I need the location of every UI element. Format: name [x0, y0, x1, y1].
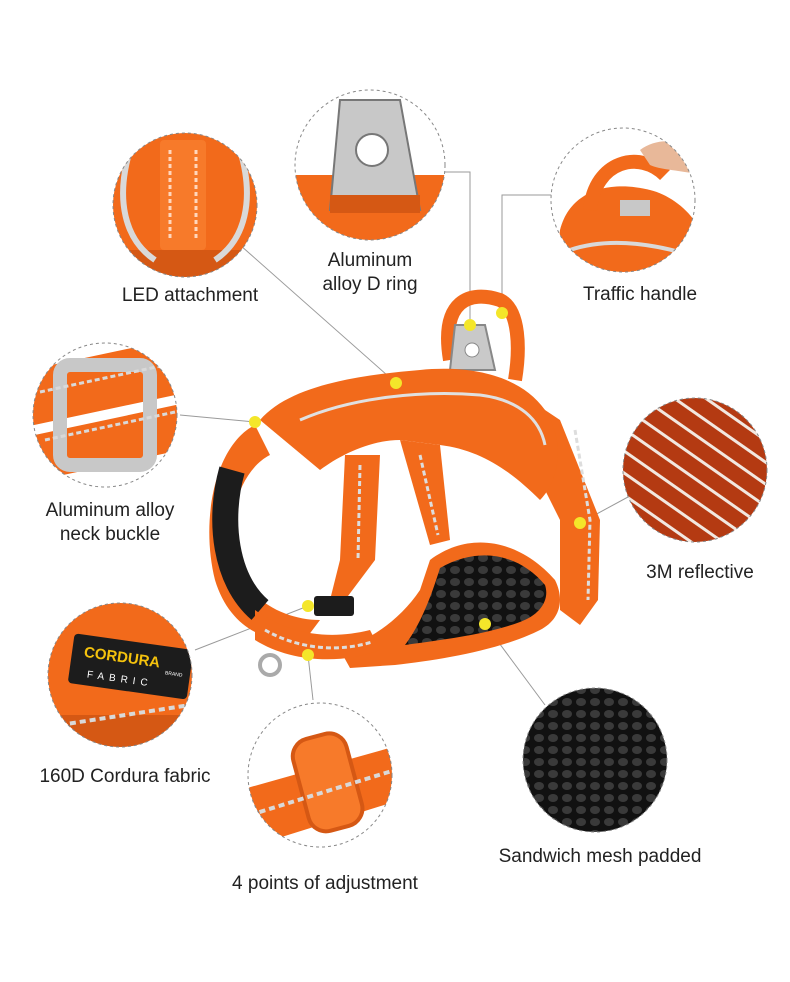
detail-adjustment	[247, 702, 393, 848]
callout-dots	[249, 307, 586, 661]
label-led-attachment: LED attachment	[121, 285, 259, 306]
label-neck-buckle-line1: Aluminum alloy	[45, 500, 175, 521]
label-d-ring: Aluminum alloy D ring	[290, 249, 450, 297]
detail-led-attachment	[112, 132, 258, 278]
label-3m-reflective: 3M reflective	[646, 562, 754, 583]
detail-traffic-handle	[550, 127, 696, 273]
label-adjustment: 4 points of adjustment	[232, 873, 418, 894]
detail-d-ring	[294, 89, 446, 241]
label-neck-buckle-line2: neck buckle	[59, 524, 161, 545]
harness-main-image	[209, 289, 600, 677]
detail-cordura-fabric: CORDURA BRAND FABRIC	[47, 602, 193, 748]
detail-sandwich-mesh	[522, 687, 668, 833]
label-cordura-fabric: 160D Cordura fabric	[39, 766, 211, 787]
label-sandwich-mesh: Sandwich mesh padded	[498, 846, 702, 867]
label-d-ring-line2: alloy D ring	[322, 274, 418, 295]
cordura-logo-tag	[68, 633, 192, 700]
detail-neck-buckle	[32, 342, 178, 488]
detail-3m-reflective	[622, 397, 768, 543]
label-neck-buckle: Aluminum alloy neck buckle	[25, 499, 195, 547]
label-traffic-handle: Traffic handle	[582, 284, 698, 305]
cordura-logo-mark: BRAND	[165, 670, 184, 678]
label-d-ring-line1: Aluminum	[327, 250, 413, 271]
